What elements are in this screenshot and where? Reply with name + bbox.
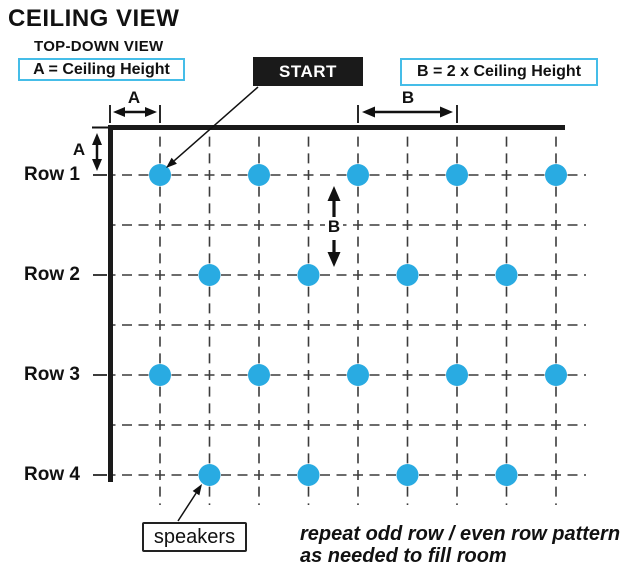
speaker-dot-row-2 [495,264,518,286]
repeat-pattern-note: repeat odd row / even row pattern as nee… [300,523,635,567]
dim-arrow-a-left-head [92,133,102,145]
subtitle-top-down-view: TOP-DOWN VIEW [34,38,164,55]
speaker-dot-row-4 [396,464,419,486]
speaker-dot-row-4 [297,464,320,486]
speaker-dot-row-1 [248,164,270,186]
speaker-dot-row-2 [198,264,221,286]
start-leader-arrow-shaft [173,86,259,162]
note-line-2: as needed to fill room [300,544,507,567]
note-line-1: repeat odd row / even row pattern [300,523,621,545]
dim-label-a-top: A [127,88,141,107]
dim-arrow-b-top-head [440,106,453,118]
speaker-dot-row-1 [347,164,369,186]
dim-label-b-top: B [401,88,415,107]
start-leader-arrow-head [166,157,177,168]
row-label-3: Row 3 [24,364,80,385]
dim-label-b-mid: B [325,217,343,237]
speaker-dot-row-4 [495,464,518,486]
dim-arrow-b-mid-down-head [327,252,341,267]
row-label-4: Row 4 [24,464,80,485]
speaker-dot-row-1 [149,164,171,186]
speaker-dot-row-1 [545,164,567,186]
speaker-dot-row-3 [545,364,567,386]
speaker-dot-row-3 [347,364,369,386]
speaker-dot-row-2 [396,264,419,286]
speaker-dot-row-3 [149,364,171,386]
legend-a-ceiling-height: A = Ceiling Height [18,58,185,81]
page-title: CEILING VIEW [8,5,180,32]
row-label-1: Row 1 [24,164,80,185]
dim-arrow-a-left-head [92,159,102,171]
dim-arrow-a-top-head [113,107,125,117]
dim-arrow-b-mid-up-head [327,186,341,201]
dim-arrow-a-top-head [145,107,157,117]
legend-b-two-ceiling-height: B = 2 x Ceiling Height [400,58,598,86]
dim-label-a-left: A [72,140,86,159]
speakers-callout-box: speakers [142,522,247,552]
start-label-box: START [253,57,363,86]
speakers-leader-arrow-shaft [177,492,197,522]
dim-arrow-b-top-head [362,106,375,118]
row-label-2: Row 2 [24,264,80,285]
speaker-dot-row-2 [297,264,320,286]
speaker-dot-row-4 [198,464,221,486]
speaker-dot-row-3 [446,364,468,386]
speakers-leader-arrow-head [192,484,202,496]
speaker-dot-row-1 [446,164,468,186]
speaker-dot-row-3 [248,364,270,386]
